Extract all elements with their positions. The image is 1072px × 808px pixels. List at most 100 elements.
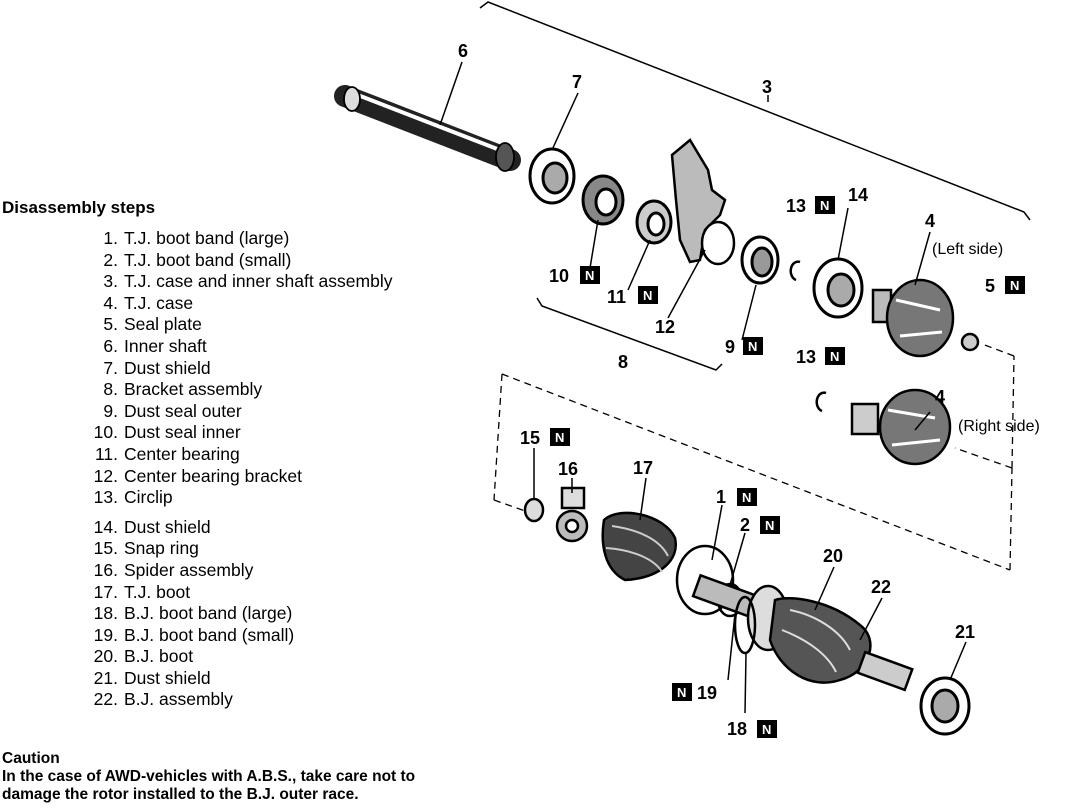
circlip-13-upper-part	[789, 260, 801, 282]
n-mark-5	[1005, 276, 1025, 294]
dust-shield-21-part	[919, 676, 971, 736]
tj-boot-17-part	[601, 511, 678, 582]
step-text: Circlip	[124, 487, 173, 508]
n-mark-5-text: N	[1010, 278, 1019, 293]
label-2: 2	[740, 515, 750, 535]
disassembly-step: 5.Seal plate	[80, 314, 392, 336]
caution-title: Caution	[2, 750, 60, 767]
seal-plate-5-part	[960, 332, 980, 352]
label-6: 6	[458, 41, 468, 61]
label-10: 10	[549, 266, 569, 286]
n-mark-13-upper-text: N	[820, 198, 829, 213]
step-text: Dust shield	[124, 357, 211, 378]
label-21: 21	[955, 622, 975, 642]
bj-boot-band-18-part	[733, 595, 757, 655]
step-text: Center bearing	[124, 443, 240, 464]
label-12: 12	[655, 317, 675, 337]
disassembly-step: 3.T.J. case and inner shaft assembly	[80, 271, 392, 293]
disassembly-step: 19. B.J. boot band (small)	[80, 625, 392, 647]
caution-line-2: damage the rotor installed to the B.J. o…	[2, 786, 359, 803]
assembly-dashed-frame	[493, 343, 1015, 571]
step-text: B.J. assembly	[124, 689, 233, 710]
disassembly-step: 11. Center bearing	[80, 444, 392, 466]
label-22: 22	[871, 577, 891, 597]
dust-seal-inner-10-part	[581, 174, 625, 226]
disassembly-step: 16.Spider assembly	[80, 560, 392, 582]
step-number: 11.	[94, 443, 118, 464]
label-3: 3	[762, 77, 772, 97]
step-number: 9.	[103, 400, 118, 421]
step-number: 20.	[93, 646, 118, 667]
label-15: 15	[520, 428, 540, 448]
disassembly-step: 22.B.J. assembly	[80, 689, 392, 711]
label-18: 18	[727, 719, 747, 739]
n-mark-10-text: N	[585, 268, 594, 283]
step-number: 8.	[103, 379, 118, 400]
label-8: 8	[618, 352, 628, 372]
label-13-upper: 13	[786, 196, 806, 216]
n-mark-11-text: N	[643, 288, 652, 303]
disassembly-step: 4. T.J. case	[80, 293, 392, 315]
bracket-8	[536, 297, 723, 371]
disassembly-steps-list: 1.T.J. boot band (large)2.T.J. boot band…	[80, 228, 393, 711]
step-text: Spider assembly	[124, 559, 254, 580]
n-mark-15-text: N	[555, 430, 564, 445]
step-number: 18.	[93, 603, 118, 624]
disassembly-step: 10.Dust seal inner	[80, 422, 392, 444]
step-number: 12.	[93, 465, 118, 486]
n-mark-2-text: N	[765, 518, 774, 533]
disassembly-step: 15.Snap ring	[80, 538, 392, 560]
step-number: 19.	[93, 624, 118, 645]
step-group-gap	[80, 509, 392, 517]
dust-seal-outer-9-part	[740, 235, 780, 285]
n-mark-19	[672, 683, 692, 701]
step-text: B.J. boot band (large)	[124, 603, 293, 624]
step-text: T.J. case	[124, 292, 194, 313]
disassembly-step: 14.Dust shield	[80, 517, 392, 539]
n-mark-2	[760, 516, 780, 534]
step-text: Center bearing bracket	[124, 465, 303, 486]
n-mark-9-text: N	[748, 339, 757, 354]
disassembly-step: 20.B.J. boot	[80, 646, 392, 668]
n-mark-18	[757, 720, 777, 738]
disassembly-step: 18. B.J. boot band (large)	[80, 603, 392, 625]
label-19: 19	[697, 683, 717, 703]
disassembly-step: 12. Center bearing bracket	[80, 466, 392, 488]
dust-shield-14-part	[812, 257, 864, 319]
label-7: 7	[572, 72, 582, 92]
step-number: 6.	[103, 335, 118, 356]
step-text: B.J. boot band (small)	[124, 624, 295, 645]
tj-case-left-part	[871, 278, 955, 358]
label-14: 14	[848, 185, 868, 205]
bracket-3	[479, 1, 1031, 221]
right-side-label: (Right side)	[958, 418, 1040, 435]
bj-assembly-22-part	[691, 573, 914, 692]
label-5: 5	[985, 276, 995, 296]
step-number: 4.	[103, 292, 118, 313]
part-labels: 6 7 3 13 N 14 4 (Left side) 10 N 11 N 5 …	[458, 41, 1040, 739]
label-17: 17	[633, 458, 653, 478]
center-bearing-bracket-12-part	[670, 138, 736, 266]
step-text: Dust seal inner	[124, 422, 241, 443]
step-text: Dust shield	[124, 516, 211, 537]
snap-ring-15-part	[523, 497, 545, 523]
step-text: Dust shield	[124, 667, 211, 688]
n-mark-9	[743, 337, 763, 355]
tj-case-right-part	[850, 388, 952, 466]
n-mark-1	[737, 488, 757, 506]
n-mark-13-lower-text: N	[830, 349, 839, 364]
n-mark-18-text: N	[762, 722, 771, 737]
circlip-13-lower-part	[815, 391, 827, 413]
step-text: Dust seal outer	[124, 400, 242, 421]
disassembly-step: 9. Dust seal outer	[80, 401, 392, 423]
disassembly-steps-title: Disassembly steps	[2, 198, 156, 217]
disassembly-step: 7.Dust shield	[80, 358, 392, 380]
disassembly-step: 1.T.J. boot band (large)	[80, 228, 392, 250]
step-text: Seal plate	[124, 314, 202, 335]
step-text: T.J. boot band (small)	[124, 249, 292, 270]
center-bearing-11-part	[635, 199, 673, 245]
n-mark-19-text: N	[677, 685, 686, 700]
label-20: 20	[823, 546, 843, 566]
left-side-label: (Left side)	[932, 241, 1003, 258]
